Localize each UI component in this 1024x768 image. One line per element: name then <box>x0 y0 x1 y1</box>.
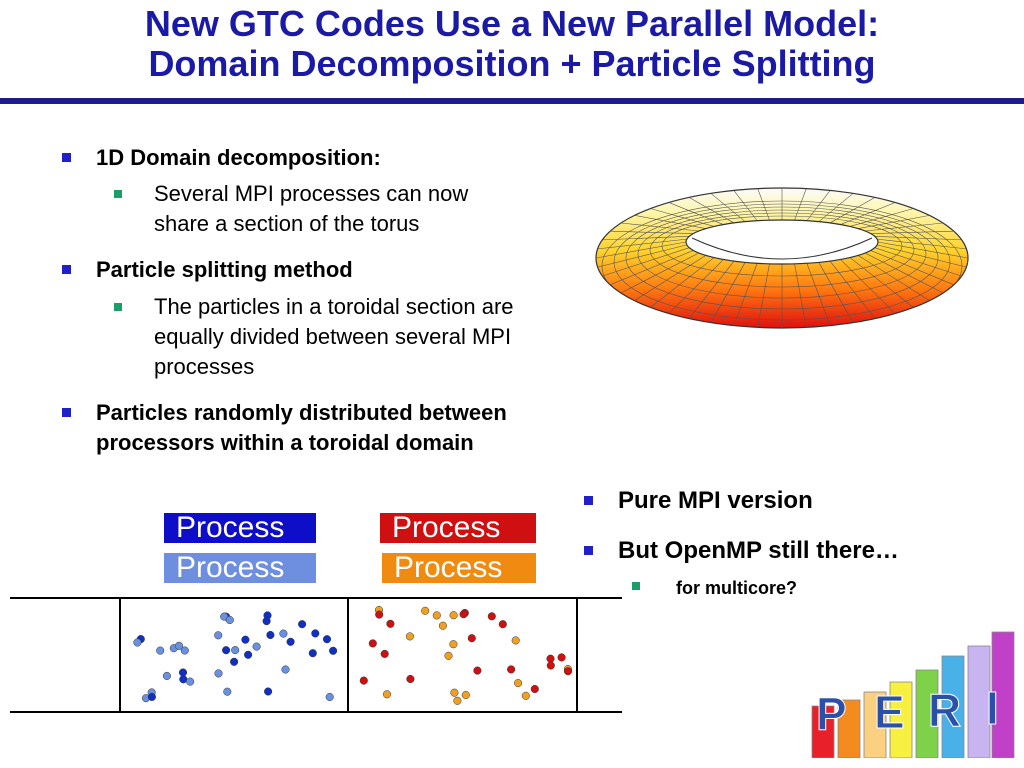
particle-dot <box>281 665 290 674</box>
bullet-openmp: But OpenMP still there… <box>584 536 899 566</box>
particle-dot <box>264 687 273 696</box>
particle-dot <box>223 687 232 696</box>
particle-dot <box>459 610 468 619</box>
particle-dot <box>405 632 414 641</box>
particle-dot <box>241 635 250 644</box>
particle-dot <box>162 671 171 680</box>
particle-dot <box>308 649 317 658</box>
logo-letter-i: I <box>986 682 999 734</box>
particle-dot <box>563 667 573 676</box>
particle-dot <box>546 661 555 670</box>
subbullet-particles-divided: The particles in a toroidal section are … <box>114 292 514 382</box>
particle-dot <box>473 666 482 675</box>
particles-red-domain <box>359 605 573 705</box>
subbullet-mpi-share: Several MPI processes can now share a se… <box>114 179 468 239</box>
bullet-square-icon <box>584 546 593 555</box>
particle-dot <box>230 657 239 666</box>
logo-letter-e: E <box>874 686 905 738</box>
particle-dot <box>179 675 188 684</box>
slide-title: New GTC Codes Use a New Parallel Model: … <box>0 4 1024 84</box>
particle-dot <box>546 654 555 663</box>
particle-dot <box>180 646 189 655</box>
logo-letter-p: P <box>816 688 847 740</box>
particle-dot <box>214 669 223 678</box>
bullet-square-icon <box>62 153 71 162</box>
title-line-1: New GTC Codes Use a New Parallel Model: <box>144 3 880 44</box>
particle-dot <box>450 688 459 697</box>
particle-dot <box>222 646 231 655</box>
process-box-blue: Process <box>164 513 316 543</box>
particle-dot <box>557 653 566 662</box>
bullet-square-icon <box>584 496 593 505</box>
particle-dot <box>329 646 338 655</box>
particle-dot <box>368 639 377 648</box>
process-box-orange: Process <box>382 553 536 583</box>
process-box-light-blue: Process <box>164 553 316 583</box>
particle-dot <box>521 691 530 700</box>
particle-dot <box>279 629 288 638</box>
title-divider <box>0 98 1024 104</box>
particle-dot <box>498 620 507 629</box>
bullet-square-icon <box>632 582 640 590</box>
peri-logo: P E R I <box>811 631 1015 758</box>
particle-dot <box>298 620 307 629</box>
particle-dot <box>311 629 320 638</box>
particle-dot <box>386 619 395 628</box>
particle-dot <box>244 650 253 659</box>
bullet-particle-splitting: Particle splitting method <box>62 255 353 285</box>
particle-dot <box>225 615 234 625</box>
particle-dot <box>421 606 430 615</box>
bullet-square-icon <box>114 303 122 311</box>
particle-dot <box>178 668 188 677</box>
bullet-pure-mpi: Pure MPI version <box>584 486 813 516</box>
particle-dot <box>511 636 520 645</box>
bullet-square-icon <box>62 265 71 274</box>
particle-dot <box>438 621 447 630</box>
particle-dot <box>530 684 539 694</box>
particle-dot <box>449 640 458 649</box>
particle-dot <box>382 690 392 699</box>
particle-dot <box>266 630 275 640</box>
domain-particles-diagram <box>10 597 622 713</box>
particle-dot <box>375 610 384 619</box>
particle-dot <box>487 612 496 621</box>
particle-dot <box>325 692 334 702</box>
particle-dot <box>252 642 261 651</box>
particle-dot <box>231 646 240 655</box>
bullet-square-icon <box>114 190 122 198</box>
subbullet-multicore: for multicore? <box>632 573 797 603</box>
particle-dot <box>449 611 458 620</box>
bullet-random-distribution: Particles randomly distributed between p… <box>62 398 507 458</box>
particle-dot <box>359 676 368 685</box>
particle-dot <box>432 611 441 620</box>
particle-dot <box>322 635 332 644</box>
particles-blue-domain <box>133 611 338 703</box>
particle-dot <box>133 638 142 647</box>
particle-dot <box>174 641 184 650</box>
title-line-2: Domain Decomposition + Particle Splittin… <box>148 43 876 84</box>
particle-dot <box>461 690 470 700</box>
particle-dot <box>380 649 389 658</box>
bullet-square-icon <box>62 408 71 417</box>
particle-dot <box>453 696 462 705</box>
torus-illustration <box>595 187 969 329</box>
particle-dot <box>467 634 476 643</box>
particle-dot <box>444 651 453 660</box>
particle-dot <box>514 679 523 688</box>
particle-dot <box>147 692 156 701</box>
particle-dot <box>507 665 516 674</box>
particle-dot <box>406 674 415 684</box>
particle-dot <box>214 631 223 640</box>
logo-letter-r: R <box>928 684 961 736</box>
particle-dot <box>186 677 195 686</box>
particle-dot <box>286 637 295 646</box>
particle-dot <box>262 617 271 626</box>
process-box-red: Process <box>380 513 536 543</box>
bullet-domain-decomposition: 1D Domain decomposition: <box>62 143 381 173</box>
particle-dot <box>156 646 165 655</box>
